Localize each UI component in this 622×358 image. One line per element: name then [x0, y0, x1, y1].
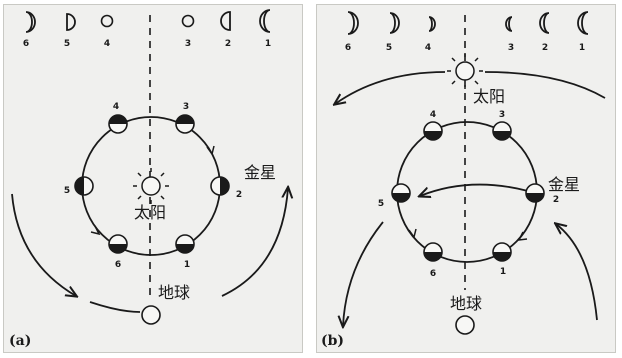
phase-number: 2	[225, 39, 231, 49]
sun-icon	[447, 53, 483, 89]
orbit-number: 3	[499, 110, 505, 120]
orbit-number: 1	[500, 267, 506, 277]
earth-icon	[455, 315, 475, 335]
orbit-direction-arrow	[408, 228, 417, 239]
orbit-number: 4	[430, 110, 436, 120]
sun-label: 太阳	[473, 87, 505, 106]
venus-position-6	[423, 242, 443, 262]
orbit-direction-arrow	[206, 145, 215, 156]
orbit-number: 6	[430, 269, 436, 279]
earth-label: 地球	[450, 294, 482, 313]
venus-position-1	[175, 234, 195, 254]
earth-orbit-arc	[11, 193, 76, 296]
sun-label: 太阳	[134, 203, 166, 222]
phase-number: 4	[425, 43, 431, 53]
venus-phase-shape-1	[577, 11, 589, 35]
phase-number: 5	[386, 43, 392, 53]
venus-position-6	[108, 234, 128, 254]
venus-phase-shape-4	[100, 14, 114, 28]
venus-phase-shape-6	[25, 11, 36, 33]
phase-number: 4	[104, 39, 110, 49]
earth-orbit-arc	[221, 188, 288, 297]
orbit-number: 1	[184, 260, 190, 270]
earth-label: 地球	[158, 283, 190, 302]
venus-position-4	[423, 121, 443, 141]
phase-number: 2	[542, 43, 548, 53]
venus-label: 金星	[548, 175, 580, 194]
venus-phase-shape-2	[220, 11, 231, 31]
earth-orbit-arc	[556, 224, 598, 321]
venus-phase-shape-6	[347, 11, 359, 35]
venus-label: 金星	[244, 163, 276, 182]
earth-orbit-arc	[335, 71, 446, 104]
venus-position-3	[492, 121, 512, 141]
venus-position-5	[391, 183, 411, 203]
venus-phase-shape-2	[539, 12, 550, 34]
earth-orbit-arc	[343, 221, 384, 326]
earth-orbit-arc	[484, 71, 606, 99]
orbit-number: 5	[64, 186, 70, 196]
venus-phase-shape-5	[389, 12, 400, 34]
orbit-number: 2	[236, 190, 242, 200]
orbit-number: 6	[115, 260, 121, 270]
venus-position-1	[492, 242, 512, 262]
panel-b-diagram: 6 5 4 3 2 1 太阳	[321, 11, 606, 349]
phase-number: 3	[508, 43, 514, 53]
orbit-direction-arrow	[517, 231, 528, 241]
phase-number: 6	[23, 39, 29, 49]
venus-position-2	[210, 176, 230, 196]
venus-orbit	[396, 121, 538, 263]
sun-icon	[133, 168, 169, 204]
phase-number: 1	[265, 39, 271, 49]
venus-phase-shape-3	[505, 16, 513, 32]
panel-label: (a)	[9, 333, 31, 349]
phase-row-b: 6 5 4 3 2 1	[345, 11, 589, 53]
phase-row-a: 6 5 4 3 2 1	[23, 9, 271, 49]
venus-position-2	[525, 183, 545, 203]
venus-phase-shape-5	[66, 13, 76, 31]
phase-number: 6	[345, 43, 351, 53]
orbit-number: 3	[183, 102, 189, 112]
venus-position-4	[108, 114, 128, 134]
phase-number: 1	[579, 43, 585, 53]
venus-phase-shape-1	[259, 9, 271, 33]
panel-a-diagram: 6 5 4 3 2 1 太阳	[9, 9, 288, 349]
orbit-direction-arrow	[90, 225, 101, 236]
venus-motion-arrow	[420, 183, 529, 196]
orbit-number: 4	[113, 102, 119, 112]
phase-number: 3	[185, 39, 191, 49]
venus-position-5	[74, 176, 94, 196]
earth-orbit-arc	[89, 301, 141, 313]
phase-number: 5	[64, 39, 70, 49]
orbit-number: 5	[378, 199, 384, 209]
earth-icon	[141, 305, 161, 325]
orbit-number: 2	[553, 195, 559, 205]
venus-phase-shape-3	[181, 14, 195, 28]
venus-position-3	[175, 114, 195, 134]
panel-label: (b)	[321, 333, 344, 349]
venus-phase-shape-4	[428, 16, 436, 32]
